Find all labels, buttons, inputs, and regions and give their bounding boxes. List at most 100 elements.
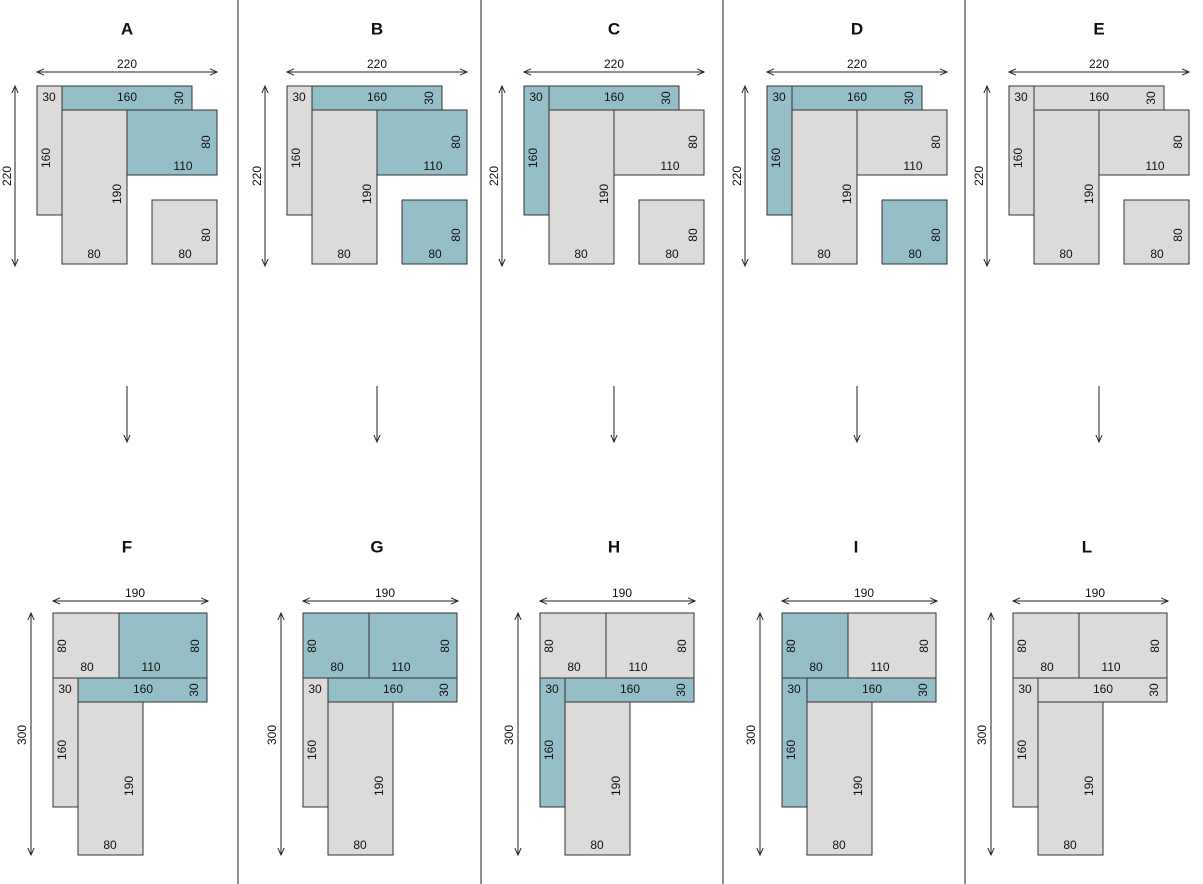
ottoman-module — [638, 199, 705, 265]
left-seat-module — [302, 677, 329, 808]
right-seat-module — [376, 109, 468, 176]
top-right-width-label: 110 — [628, 660, 647, 674]
height-dimension-label: 220 — [250, 166, 264, 186]
middle-back-module — [1037, 677, 1168, 703]
main-module-width-label: 80 — [87, 247, 101, 261]
top-right-module — [847, 612, 937, 679]
left-module-length-label: 160 — [769, 148, 783, 168]
ottoman-width-label: 80 — [1150, 247, 1164, 261]
top-left-width-label: 80 — [809, 660, 823, 674]
middle-module-end-label: 30 — [1147, 683, 1161, 697]
main-chaise-module — [564, 701, 631, 856]
top-left-depth-label: 80 — [305, 639, 319, 653]
right-module-depth-label: 80 — [449, 135, 463, 149]
width-dimension-label: 190 — [612, 586, 632, 600]
ottoman-module — [881, 199, 948, 265]
height-dimension-label: 220 — [972, 166, 986, 186]
column-dividers — [237, 0, 966, 884]
left-module-length-label: 160 — [39, 148, 53, 168]
middle-left-depth-label: 30 — [308, 682, 322, 696]
middle-module-length-label: 160 — [1093, 682, 1113, 696]
height-dimension-label: 300 — [265, 725, 279, 745]
main-module-length-label: 190 — [597, 184, 611, 204]
top-back-module — [1033, 85, 1165, 111]
top-back-module — [548, 85, 680, 111]
left-module-length-label: 160 — [1015, 740, 1029, 760]
main-module-width-label: 80 — [832, 838, 846, 852]
top-right-width-label: 110 — [870, 660, 889, 674]
top-right-depth-label: 80 — [675, 639, 689, 653]
ottoman-width-label: 80 — [908, 247, 922, 261]
main-module-width-label: 80 — [590, 838, 604, 852]
config-title: L — [1082, 538, 1092, 557]
main-module-length-label: 190 — [1082, 776, 1096, 796]
ottoman-width-label: 80 — [178, 247, 192, 261]
config-title: D — [851, 20, 863, 39]
top-right-width-label: 110 — [141, 660, 160, 674]
height-dimension-label: 220 — [487, 166, 501, 186]
width-dimension-label: 190 — [125, 586, 145, 600]
middle-left-depth-label: 30 — [787, 682, 801, 696]
main-module-width-label: 80 — [103, 838, 117, 852]
right-seat-module — [856, 109, 948, 176]
ottoman-width-label: 80 — [428, 247, 442, 261]
middle-module-length-label: 160 — [383, 682, 403, 696]
left-module-length-label: 160 — [784, 740, 798, 760]
middle-left-depth-label: 30 — [1018, 682, 1032, 696]
right-seat-module — [613, 109, 705, 176]
middle-back-module — [327, 677, 458, 703]
height-dimension-label: 220 — [0, 166, 14, 186]
right-module-width-label: 110 — [903, 159, 922, 173]
ottoman-depth-label: 80 — [1171, 228, 1185, 242]
left-module-length-label: 160 — [305, 740, 319, 760]
width-dimension-label: 220 — [117, 57, 137, 71]
ottoman-depth-label: 80 — [929, 228, 943, 242]
main-chaise-module — [1033, 109, 1100, 265]
ottoman-module — [401, 199, 468, 265]
top-left-depth-label: 80 — [1015, 639, 1029, 653]
ottoman-depth-label: 80 — [686, 228, 700, 242]
ottoman-module — [151, 199, 218, 265]
top-back-module — [311, 85, 443, 111]
middle-back-module — [564, 677, 695, 703]
right-module-width-label: 110 — [173, 159, 192, 173]
top-module-end-label: 30 — [659, 91, 673, 105]
config-title: A — [121, 20, 133, 39]
main-chaise-module — [311, 109, 378, 265]
right-module-width-label: 110 — [660, 159, 679, 173]
middle-module-length-label: 160 — [133, 682, 153, 696]
top-left-depth-label: 80 — [55, 639, 69, 653]
top-right-width-label: 110 — [1101, 660, 1120, 674]
height-dimension-label: 220 — [730, 166, 744, 186]
right-module-width-label: 110 — [423, 159, 442, 173]
main-module-length-label: 190 — [110, 184, 124, 204]
width-dimension-label: 190 — [375, 586, 395, 600]
width-dimension-label: 220 — [604, 57, 624, 71]
top-right-depth-label: 80 — [438, 639, 452, 653]
left-seat-module — [286, 85, 313, 216]
config-title: I — [854, 538, 859, 557]
left-top-depth-label: 30 — [292, 90, 306, 104]
config-title: H — [608, 538, 620, 557]
left-module-length-label: 160 — [55, 740, 69, 760]
config-title: E — [1093, 20, 1104, 39]
main-module-length-label: 190 — [609, 776, 623, 796]
top-module-end-label: 30 — [172, 91, 186, 105]
main-module-length-label: 190 — [840, 184, 854, 204]
main-module-width-label: 80 — [1063, 838, 1077, 852]
main-chaise-module — [1037, 701, 1104, 856]
middle-module-length-label: 160 — [862, 682, 882, 696]
height-dimension-label: 300 — [975, 725, 989, 745]
right-module-depth-label: 80 — [1171, 135, 1185, 149]
top-back-module — [61, 85, 193, 111]
right-seat-module — [1098, 109, 1190, 176]
top-left-width-label: 80 — [80, 660, 94, 674]
top-right-depth-label: 80 — [1148, 639, 1162, 653]
height-dimension-label: 300 — [744, 725, 758, 745]
